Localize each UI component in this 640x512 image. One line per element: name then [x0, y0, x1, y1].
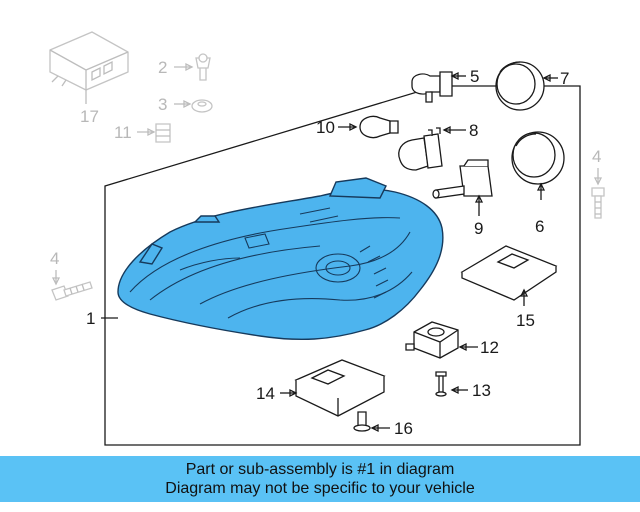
part-7-dust-cap[interactable]: 7: [495, 61, 569, 111]
part-4-bolt-right[interactable]: 4: [591, 147, 605, 219]
callout-6: 6: [535, 217, 544, 236]
callout-2: 2: [158, 58, 167, 77]
callout-3: 3: [158, 95, 167, 114]
part-16-screw[interactable]: 16: [353, 411, 413, 438]
callout-5: 5: [470, 67, 479, 86]
callout-10: 10: [316, 118, 335, 137]
part-10-bulb[interactable]: 10: [316, 115, 399, 139]
callout-4-left: 4: [50, 249, 59, 268]
part-2-clip[interactable]: 2: [158, 53, 211, 81]
callout-14: 14: [256, 384, 275, 403]
part-3-grommet[interactable]: 3: [158, 95, 213, 114]
part-14-ballast-module[interactable]: 14: [256, 359, 386, 417]
callout-13: 13: [472, 381, 491, 400]
part-13-screw[interactable]: 13: [435, 371, 491, 400]
banner-line-1: Part or sub-assembly is #1 in diagram: [185, 461, 455, 478]
callout-9: 9: [474, 219, 483, 238]
info-banner: Part or sub-assembly is #1 in diagram Di…: [0, 456, 640, 502]
callout-8: 8: [469, 121, 478, 140]
part-11-nut[interactable]: 11: [114, 123, 171, 143]
part-6-dust-cap[interactable]: 6: [511, 131, 565, 236]
part-12-ballast-bracket[interactable]: 12: [405, 321, 499, 359]
callout-16: 16: [394, 419, 413, 438]
part-4-bolt-left[interactable]: 4: [50, 249, 93, 301]
headlamp-parts-diagram: 17 2 3 11 4 4: [49, 31, 605, 446]
part-9-xenon-bulb[interactable]: 9: [432, 159, 493, 238]
assembly-boundary: [104, 85, 581, 446]
part-17-control-module[interactable]: 17: [49, 31, 129, 126]
callout-1: 1: [86, 309, 95, 328]
part-1-headlamp-assembly[interactable]: 1: [86, 177, 444, 341]
part-5-bulb-socket[interactable]: 5: [411, 67, 479, 103]
part-8-halogen-bulb[interactable]: 8: [398, 121, 479, 171]
callout-12: 12: [480, 338, 499, 357]
callout-15: 15: [516, 311, 535, 330]
callout-11: 11: [114, 123, 132, 142]
part-15-cover[interactable]: 15: [460, 245, 558, 330]
callout-17: 17: [80, 107, 99, 126]
callout-7: 7: [560, 69, 569, 88]
banner-line-2: Diagram may not be specific to your vehi…: [165, 480, 475, 497]
callout-4-right: 4: [592, 147, 601, 166]
